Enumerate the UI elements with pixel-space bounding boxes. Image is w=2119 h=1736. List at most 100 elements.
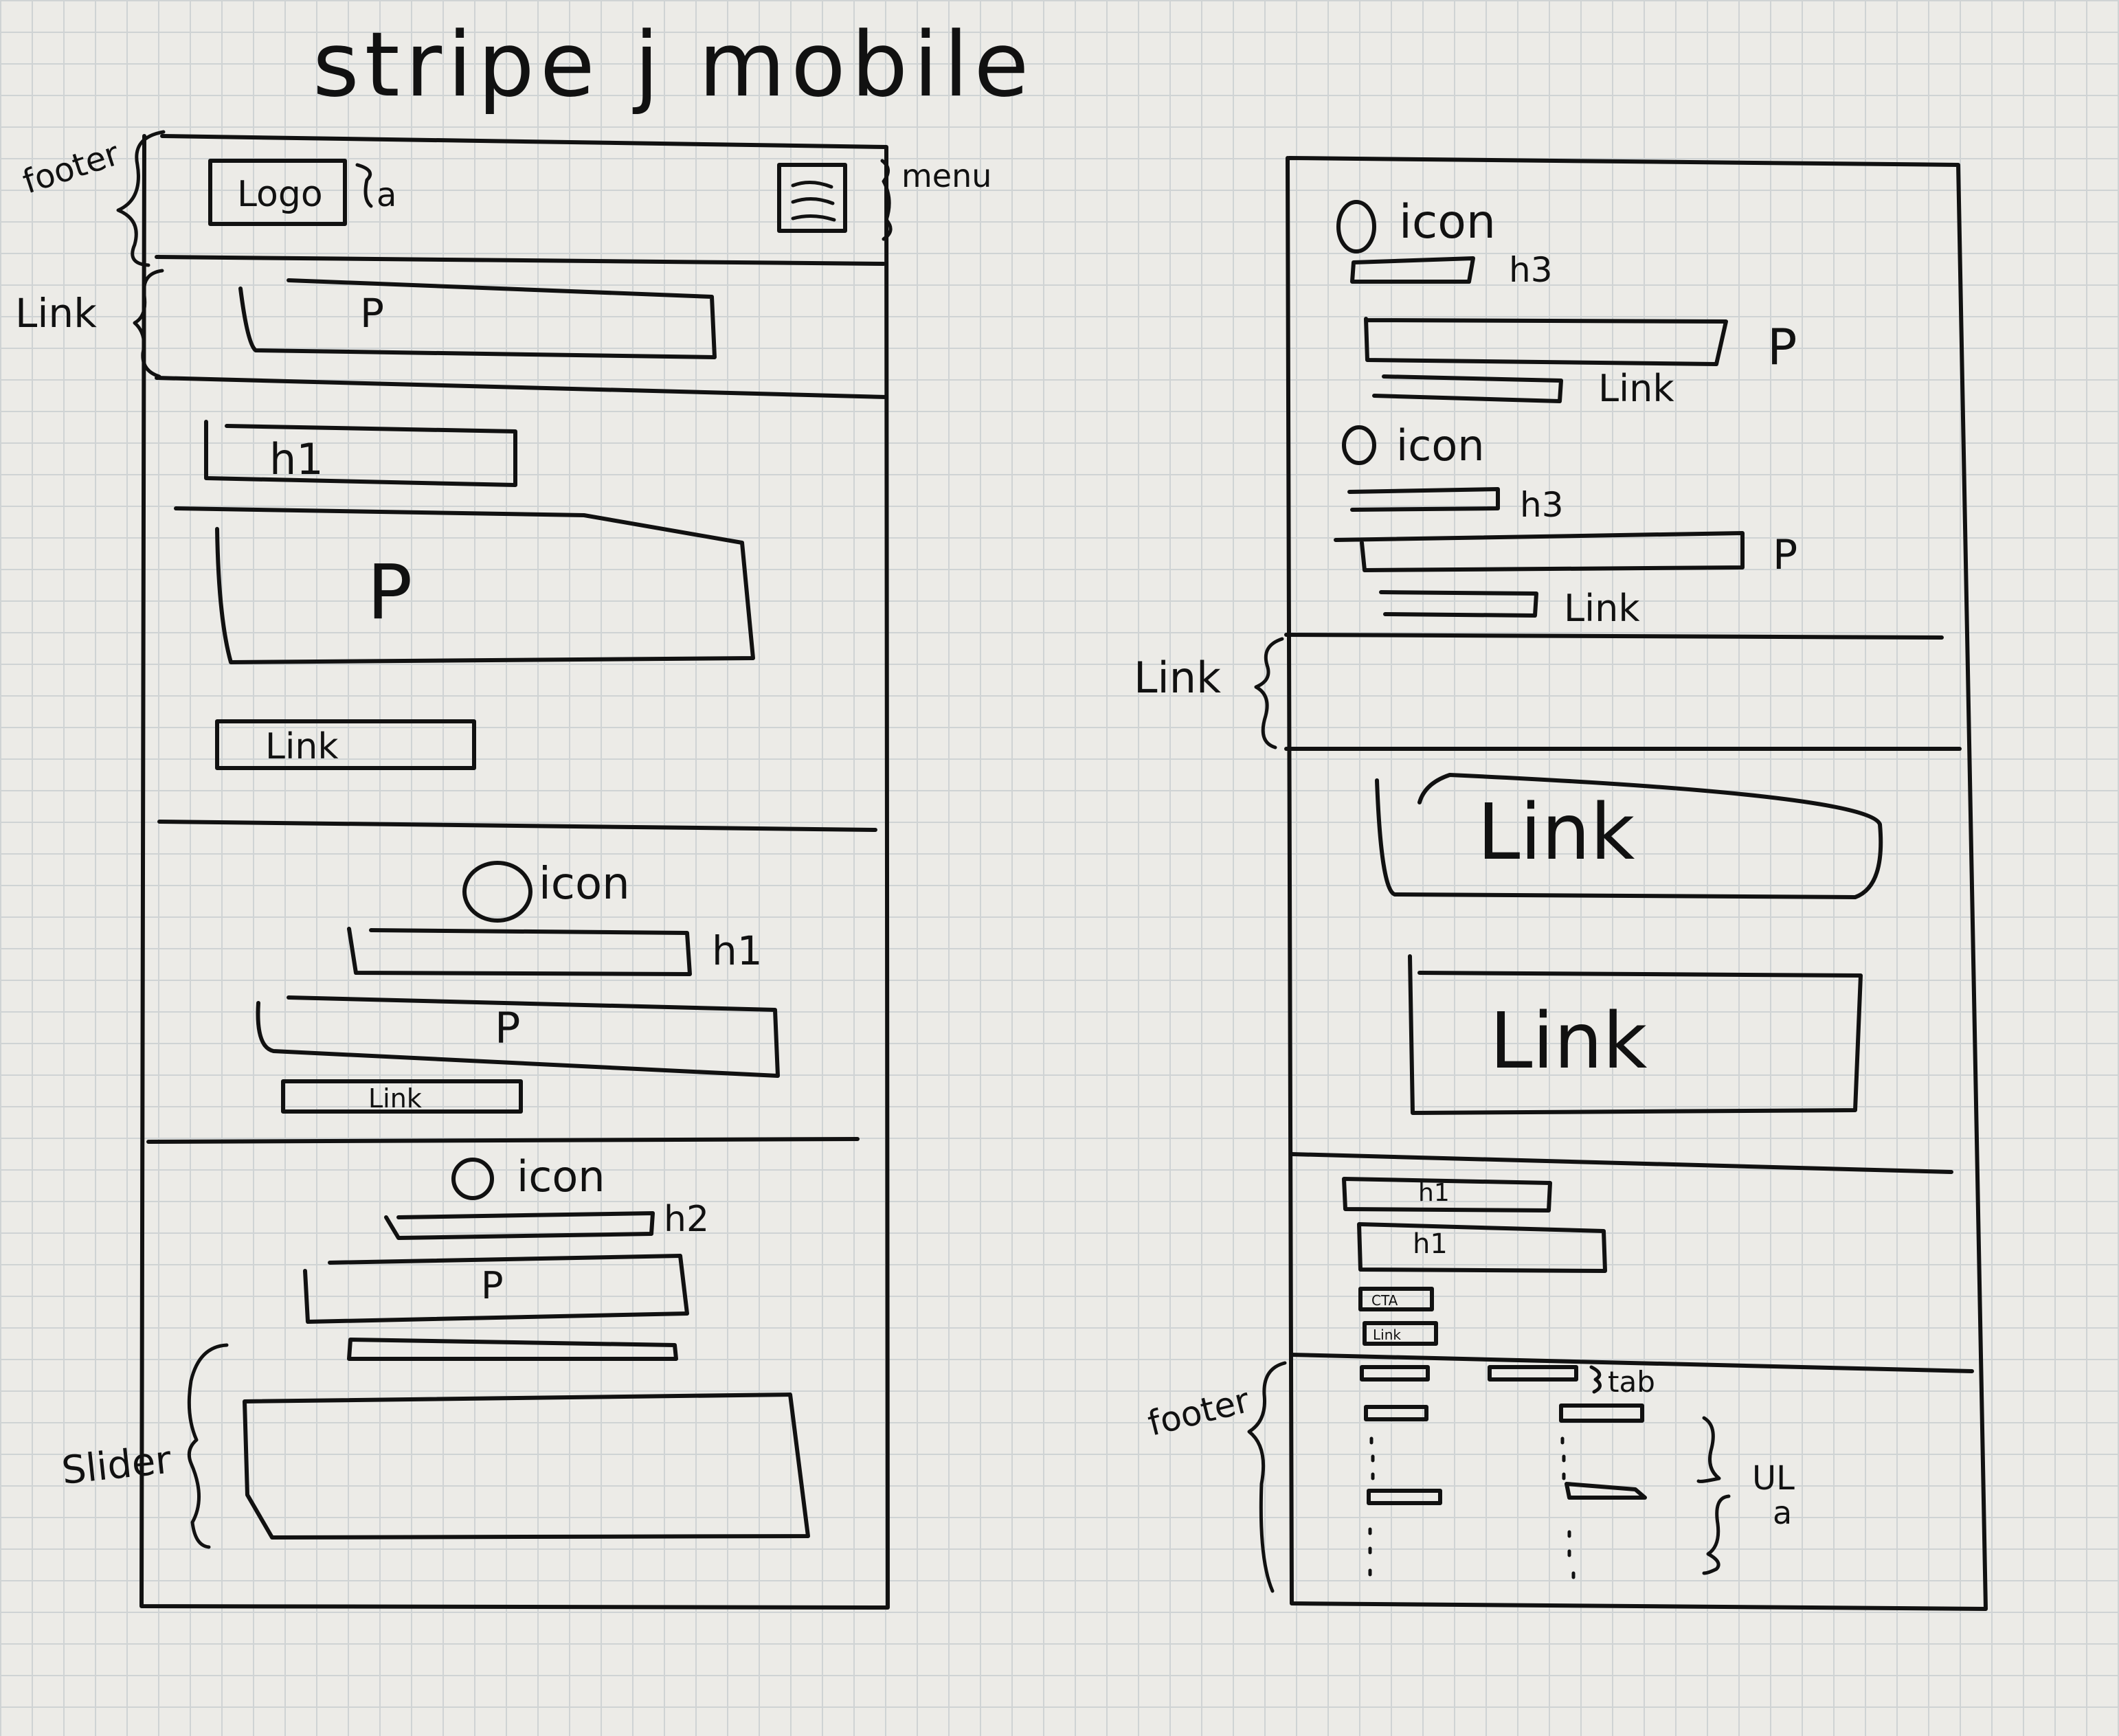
block1-circle-icon — [1336, 200, 1376, 253]
footer-annotation-label: footer — [18, 135, 124, 202]
small-link-button — [1363, 1321, 1438, 1346]
slider-brace — [187, 1343, 229, 1549]
block1-h3-box — [1350, 256, 1475, 284]
left-phone-frame — [139, 134, 890, 1610]
divider — [155, 255, 886, 266]
block1-p-label: P — [1767, 318, 1797, 376]
right-phone-wireframe: icon h3 P Link icon h3 P Link Link Li — [1134, 156, 1988, 1611]
ul-label: UL — [1752, 1459, 1795, 1498]
footer-col1-dots — [1369, 1436, 1375, 1480]
footer-annotation-label: footer — [1144, 1380, 1254, 1444]
hero-p-box — [174, 506, 755, 664]
footer-col2-dots — [1567, 1530, 1576, 1579]
block2-p-box — [1334, 531, 1745, 572]
feature2-circle-icon — [451, 1158, 494, 1200]
block2-circle-icon — [1342, 425, 1376, 465]
logo-a-label: a — [377, 176, 396, 214]
hero-p-label: P — [367, 548, 412, 636]
block2-h3-label: h3 — [1520, 485, 1564, 525]
hamburger-menu-icon — [777, 163, 847, 233]
left-link-strip: P — [238, 278, 717, 359]
left-hero-section: h1 P Link — [174, 420, 755, 770]
divider — [157, 820, 877, 832]
small-link-label: Link — [1373, 1327, 1401, 1343]
big-link-button-1 — [1375, 773, 1883, 899]
block2-link-box — [1379, 590, 1538, 618]
h1-box-a — [1342, 1177, 1552, 1213]
feature1-h1-box — [347, 927, 692, 976]
right-footer: footer tab UL a — [1144, 1361, 1795, 1593]
block2-link-label: Link — [1564, 587, 1640, 630]
divider — [1290, 1353, 1974, 1373]
feature1-h1-label: h1 — [712, 927, 763, 974]
footer-col1-item — [1367, 1489, 1442, 1505]
hero-h1-label: h1 — [269, 434, 324, 484]
big-link-button-2 — [1408, 954, 1863, 1115]
feature2-h2-label: h2 — [664, 1199, 709, 1240]
link-p-label: P — [360, 290, 384, 337]
footer-col1-tab — [1360, 1365, 1430, 1382]
divider — [1290, 1152, 1953, 1174]
block1-link-label: Link — [1598, 367, 1674, 410]
left-feature-section-1: icon h1 P Link — [256, 859, 780, 1114]
right-big-links: Link Link — [1375, 773, 1883, 1115]
feature1-p-box — [256, 995, 780, 1078]
feature1-link-button — [281, 1079, 523, 1114]
hero-h1-box — [204, 420, 517, 487]
left-slider — [243, 1393, 810, 1540]
hero-link-label: Link — [265, 726, 339, 767]
footer-col2-tab — [1488, 1365, 1578, 1382]
block2-p-label: P — [1773, 531, 1797, 579]
tab-brace — [1589, 1365, 1602, 1394]
block1-icon-label: icon — [1399, 195, 1496, 249]
link-brace — [133, 269, 164, 379]
cta-button — [1358, 1287, 1434, 1311]
feature1-circle-icon — [462, 861, 532, 923]
block2-icon-label: icon — [1396, 420, 1485, 471]
slider-box — [243, 1393, 810, 1540]
hamburger-lines — [791, 181, 836, 222]
feature1-link-label: Link — [368, 1083, 422, 1114]
divider — [146, 1137, 860, 1144]
footer-brace — [116, 130, 166, 267]
link-annotation-label: Link — [1134, 653, 1221, 703]
logo-brace — [355, 163, 373, 208]
footer-col2-dots — [1560, 1436, 1566, 1480]
ul-brace — [1696, 1416, 1721, 1483]
feature2-link-bar — [347, 1338, 678, 1361]
menu-label: menu — [901, 157, 991, 194]
right-cta-section: h1 h1 CTA Link — [1342, 1177, 1607, 1346]
feature2-p-box — [303, 1254, 689, 1324]
feature1-p-label: P — [495, 1003, 520, 1053]
block2-h3-box — [1347, 487, 1500, 512]
menu-brace — [880, 159, 893, 241]
tab-label: tab — [1608, 1365, 1655, 1399]
right-feature-block-2: icon h3 P Link — [1334, 420, 1797, 630]
cta-label: CTA — [1371, 1292, 1398, 1309]
left-annotations: footer Link Slider — [15, 130, 229, 1549]
feature2-h2-box — [384, 1211, 655, 1240]
left-feature-section-2: icon h2 P — [303, 1151, 709, 1361]
big-link-label-1: Link — [1477, 788, 1635, 877]
a-label: a — [1773, 1494, 1792, 1531]
right-phone-frame — [1286, 156, 1988, 1611]
feature2-p-label: P — [481, 1264, 504, 1307]
link-brace — [1254, 637, 1284, 749]
footer-brace — [1247, 1361, 1287, 1593]
hero-link-button — [215, 719, 476, 770]
footer-col1-item — [1364, 1405, 1428, 1421]
feature2-icon-label: icon — [517, 1151, 605, 1202]
block1-link-box — [1372, 374, 1563, 403]
h1-box-b — [1357, 1222, 1607, 1273]
h1-label-a: h1 — [1418, 1179, 1450, 1207]
block1-p-box — [1364, 317, 1728, 366]
divider — [155, 376, 888, 399]
logo-box — [208, 159, 347, 226]
slider-annotation-label: Slider — [60, 1437, 175, 1493]
divider — [1284, 633, 1944, 640]
feature1-icon-label: icon — [539, 859, 630, 910]
footer-col2-item — [1565, 1482, 1647, 1500]
left-header: Logo a menu — [208, 157, 991, 241]
logo-label: Logo — [237, 174, 323, 215]
